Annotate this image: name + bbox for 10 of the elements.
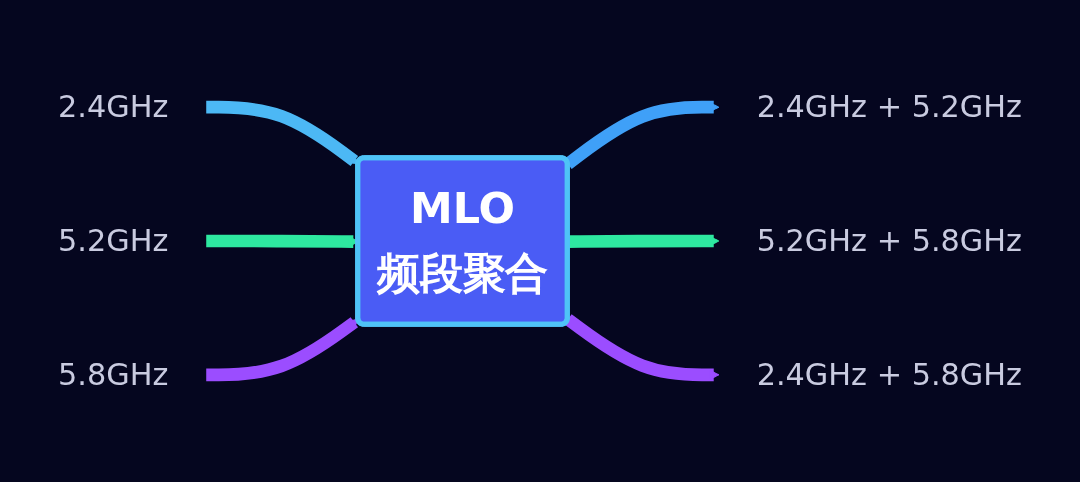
arrow <box>206 317 359 382</box>
node-text: 2.4GHz + 5.2GHz <box>756 89 1023 125</box>
node-text: 2.4GHz <box>57 89 169 125</box>
arrow <box>564 100 720 170</box>
node-text: 2.4GHz + 5.8GHz <box>756 357 1023 393</box>
node-text: 5.8GHz <box>57 357 169 393</box>
arrow <box>564 314 720 382</box>
node-text: 5.2GHz + 5.8GHz <box>756 223 1023 259</box>
arrow <box>206 100 359 167</box>
node-text: 5.2GHz <box>57 223 169 259</box>
